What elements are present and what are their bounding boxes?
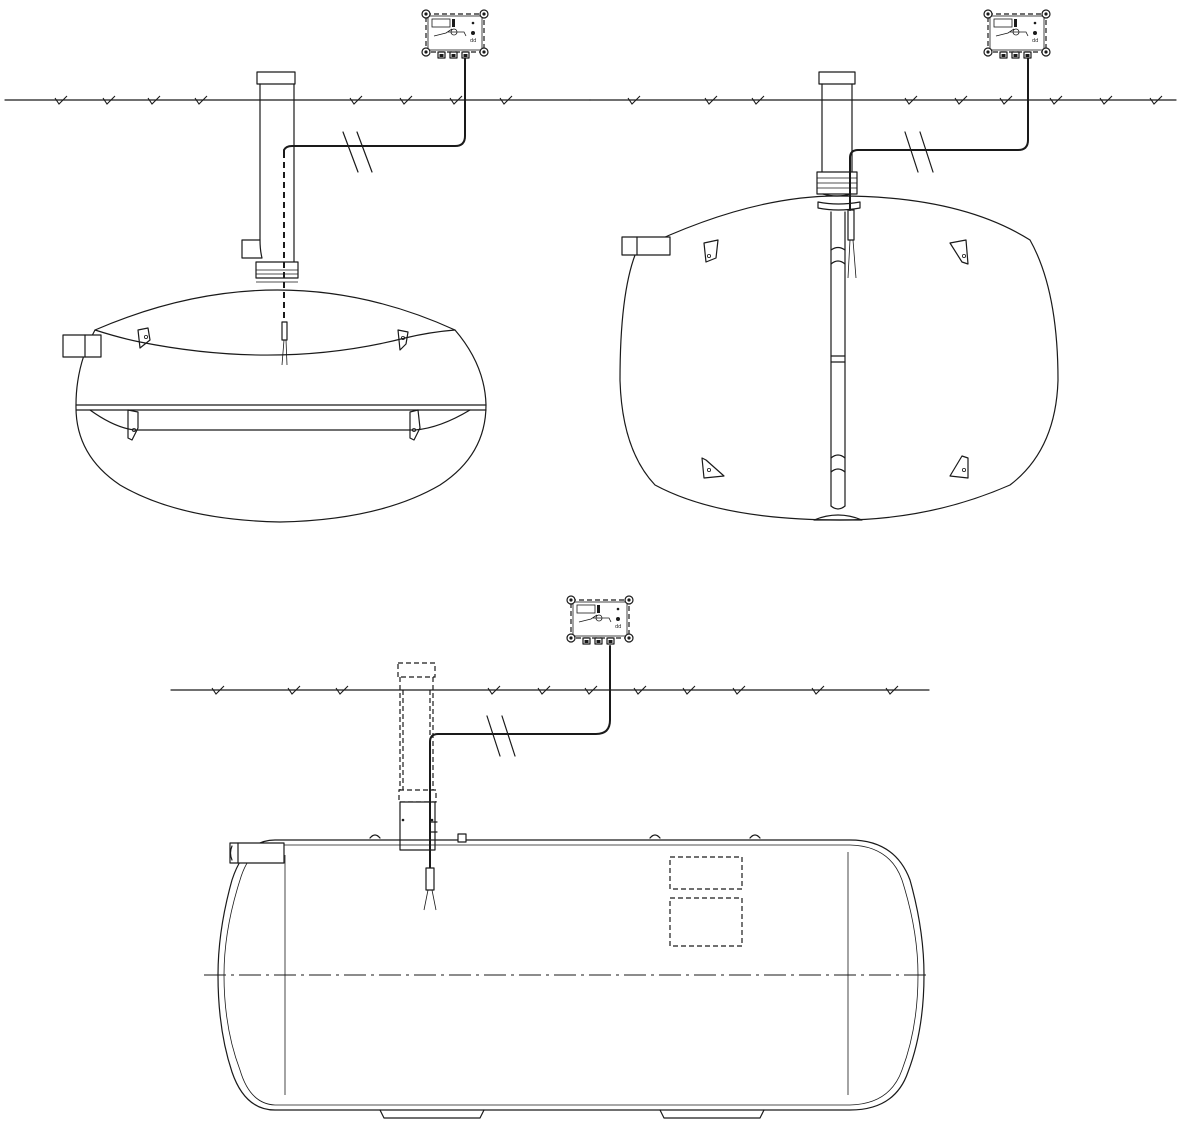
controller-box bbox=[421, 9, 489, 59]
tank-inlet-pipe bbox=[62, 334, 102, 358]
tank-foot bbox=[659, 1109, 765, 1119]
sensor-probe bbox=[281, 321, 288, 341]
cable-break-mark bbox=[342, 131, 373, 173]
sensor-probe bbox=[425, 867, 435, 891]
cylindrical-tank-body bbox=[217, 839, 925, 1111]
riser-elbow-outlet bbox=[241, 239, 263, 259]
baffle bbox=[949, 239, 969, 265]
riser-cap-dashed bbox=[397, 662, 436, 678]
tank-inner-band-lower bbox=[89, 409, 471, 431]
round-tank-front-view bbox=[589, 9, 1177, 521]
tank-foot bbox=[379, 1109, 485, 1119]
riser-cap bbox=[256, 71, 296, 85]
baffle bbox=[949, 455, 969, 479]
riser-cap bbox=[818, 71, 856, 85]
cable-break-mark bbox=[904, 131, 934, 173]
tank-inlet-pipe bbox=[621, 236, 671, 256]
sensor-cable bbox=[849, 53, 1029, 211]
cable-break-mark bbox=[486, 715, 516, 757]
cable-clip bbox=[457, 833, 467, 843]
bracket bbox=[127, 409, 139, 441]
baffle bbox=[701, 457, 725, 479]
sensor-probe bbox=[847, 209, 855, 241]
sensor-cable bbox=[429, 645, 611, 869]
inner-column bbox=[830, 211, 846, 507]
riser-pipe bbox=[259, 83, 295, 263]
bracket bbox=[137, 327, 151, 349]
cylindrical-tank-side-view bbox=[170, 595, 930, 1119]
manhole-frame-lower bbox=[669, 897, 743, 947]
sensor-cable bbox=[283, 53, 466, 153]
elliptical-tank-front-view bbox=[4, 9, 591, 523]
riser-pipe bbox=[821, 83, 853, 173]
elliptical-tank-body bbox=[75, 289, 487, 523]
tank-inner-band-upper bbox=[94, 329, 456, 356]
bracket bbox=[397, 329, 409, 351]
baffle bbox=[703, 239, 719, 263]
bracket bbox=[409, 409, 421, 441]
controller-box bbox=[983, 9, 1051, 59]
manhole-frame-upper bbox=[669, 856, 743, 890]
column-foot bbox=[813, 505, 863, 521]
round-tank-body bbox=[619, 195, 1059, 521]
controller-box bbox=[566, 595, 634, 645]
